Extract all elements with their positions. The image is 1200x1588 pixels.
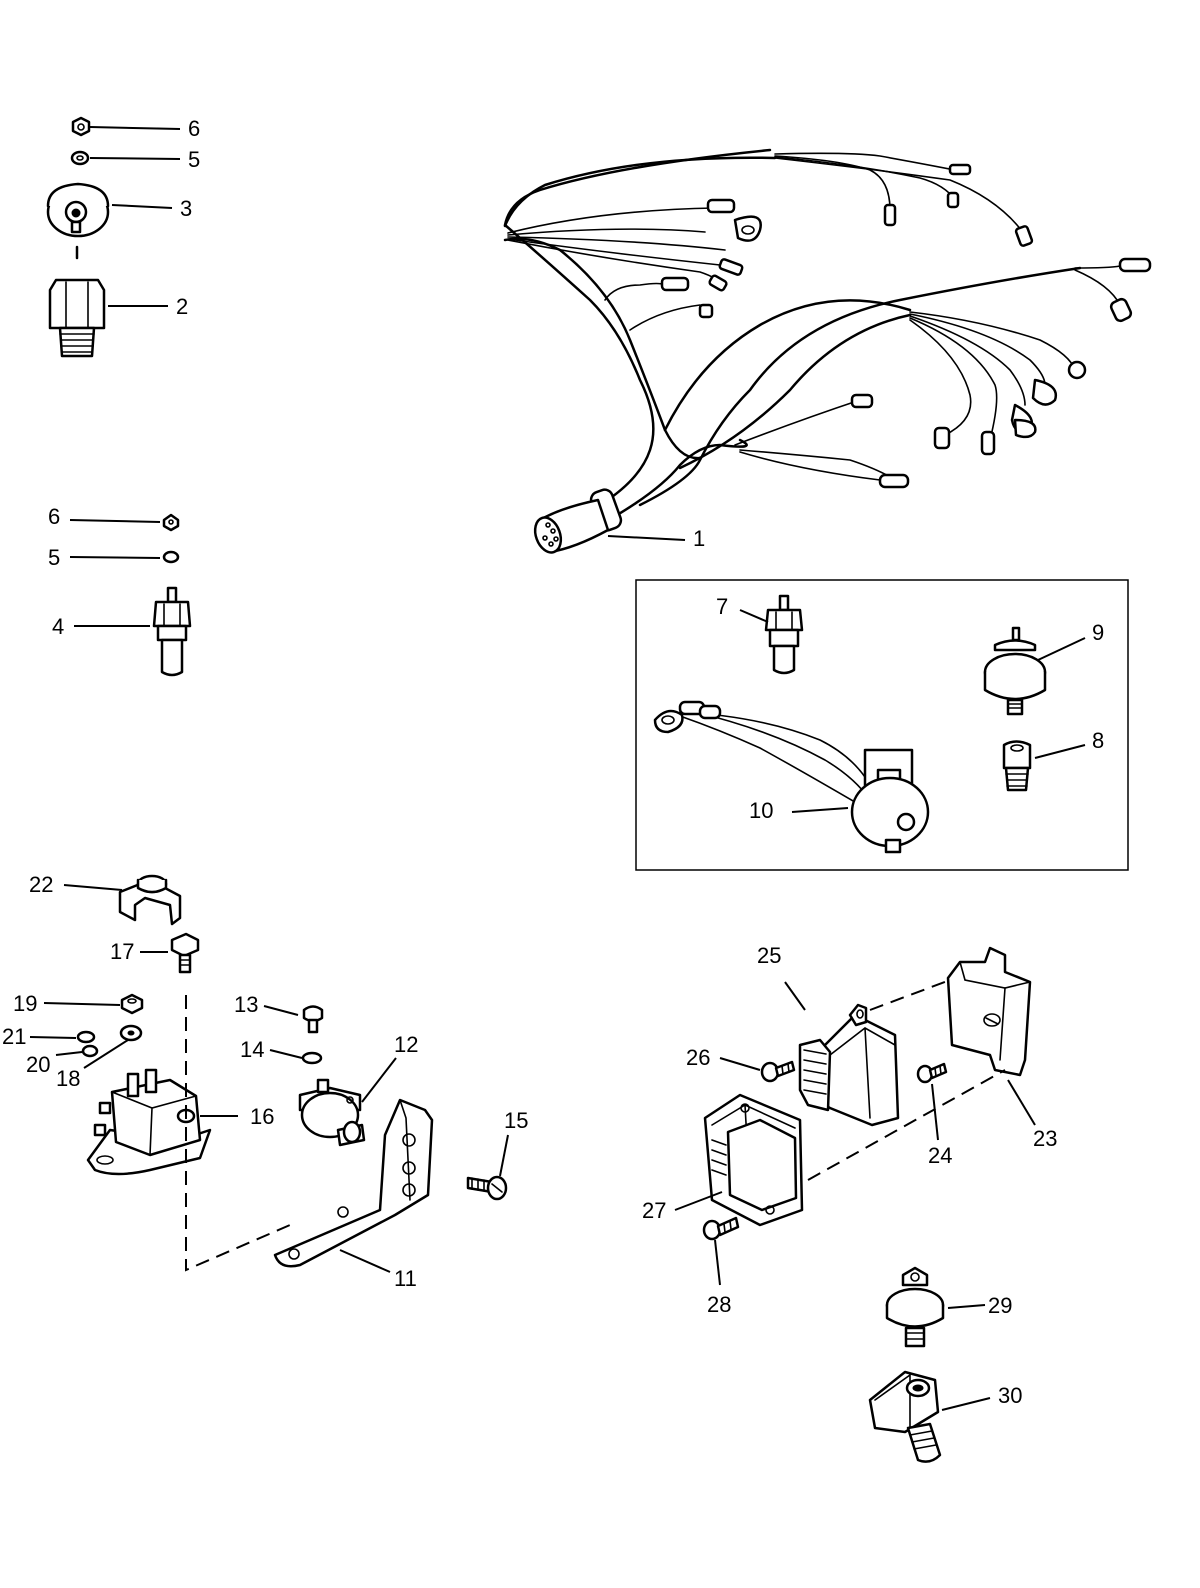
lockwasher-part-5-top (70, 150, 90, 166)
callout-label: 12 (394, 1032, 418, 1057)
fitting-part-8 (1002, 740, 1032, 792)
callout-label: 28 (707, 1292, 731, 1317)
callout-label: 9 (1092, 620, 1104, 645)
bolt-part-17 (170, 932, 200, 974)
callout-label: 27 (642, 1198, 666, 1223)
callout-label: 15 (504, 1108, 528, 1133)
callout-label: 29 (988, 1293, 1012, 1318)
adapter-fitting-part-2 (48, 278, 106, 358)
switch-part-12 (298, 1078, 366, 1147)
callout-labels: 1 2 3 4 5 5 6 6 7 8 9 10 11 12 13 14 15 … (2, 116, 1104, 1408)
bracket-part-11 (273, 1098, 434, 1268)
callout-label: 24 (928, 1143, 952, 1168)
callout-label: 11 (394, 1266, 417, 1291)
assembly-lines (185, 979, 1006, 1272)
callout-label: 25 (757, 943, 781, 968)
leader-lines (29, 126, 1086, 1411)
callout-label: 6 (48, 504, 60, 529)
screw-part-15 (466, 1175, 508, 1201)
callout-label: 2 (176, 294, 188, 319)
elbow-fitting-part-30 (868, 1370, 942, 1463)
callout-label: 20 (26, 1052, 50, 1077)
starter-solenoid-part-16 (86, 1068, 212, 1176)
kit-group-box (635, 579, 1129, 871)
nut-part-19 (120, 993, 144, 1015)
callout-label: 21 (2, 1024, 26, 1049)
callout-label: 18 (56, 1066, 80, 1091)
knock-sensor-part-29 (885, 1266, 945, 1348)
sensor-with-leads-part-10 (653, 700, 930, 854)
screw-part-28 (702, 1216, 740, 1241)
washer-part-20 (81, 1044, 99, 1058)
callout-label: 26 (686, 1045, 710, 1070)
callout-label: 10 (749, 798, 773, 823)
temperature-sender-part-4 (152, 586, 192, 677)
callout-label: 13 (234, 992, 258, 1017)
screw-part-26 (760, 1060, 796, 1083)
wiring-harness-part-1 (503, 148, 1152, 554)
screw-part-24 (916, 1062, 948, 1084)
nut-part-6-top (71, 116, 91, 137)
callout-label: 14 (240, 1037, 264, 1062)
callout-label: 19 (13, 991, 37, 1016)
callout-label: 17 (110, 939, 134, 964)
nut-part-6-middle (162, 513, 180, 532)
callout-label: 7 (716, 594, 728, 619)
callout-label: 5 (48, 545, 60, 570)
callout-label: 23 (1033, 1126, 1057, 1151)
callout-label: 16 (250, 1104, 274, 1129)
callout-label: 5 (188, 147, 200, 172)
callout-label: 4 (52, 614, 64, 639)
clip-part-22 (118, 874, 182, 926)
pressure-switch-part-9 (983, 626, 1047, 716)
mounting-plate-part-23 (946, 946, 1032, 1077)
lockwasher-part-5-middle (162, 550, 180, 564)
control-module-part-27 (703, 1093, 804, 1227)
washer-part-18 (119, 1024, 143, 1042)
callout-label: 8 (1092, 728, 1104, 753)
nut-part-21 (76, 1030, 96, 1044)
temperature-sender-part-7 (764, 594, 804, 675)
callout-label: 22 (29, 872, 53, 897)
control-module-part-25 (798, 1003, 900, 1127)
oil-pressure-sender-part-3 (46, 182, 110, 260)
callout-label: 30 (998, 1383, 1022, 1408)
callout-label: 6 (188, 116, 200, 141)
screw-part-13 (302, 1005, 324, 1034)
lockwasher-part-14 (301, 1051, 323, 1065)
callout-label: 3 (180, 196, 192, 221)
callout-label: 1 (693, 526, 705, 551)
